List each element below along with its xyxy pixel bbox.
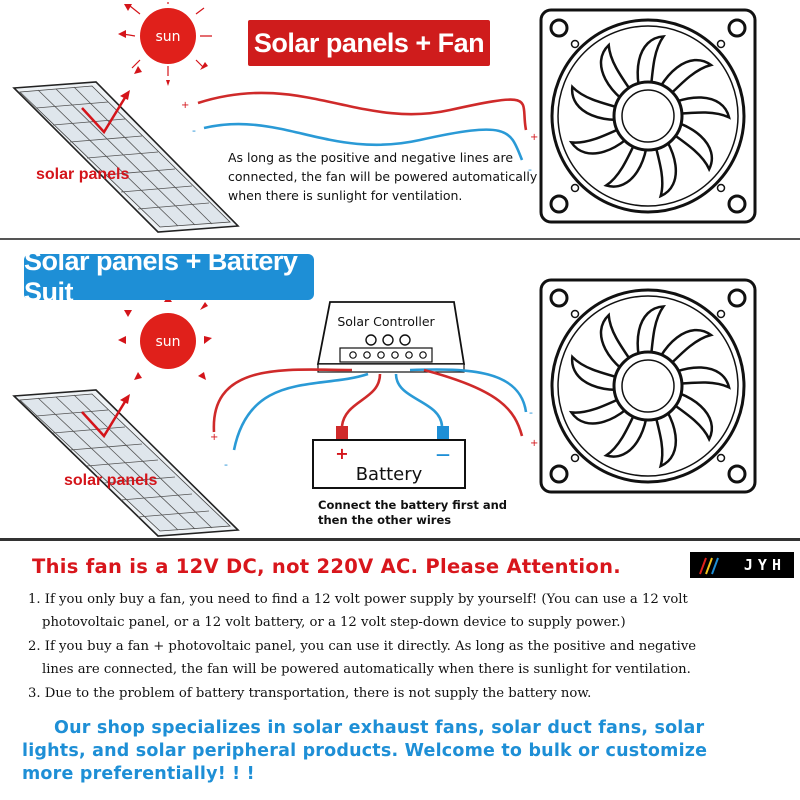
notes-list: 1. If you only buy a fan, you need to fi… — [28, 589, 788, 708]
list-item-line: 2. If you buy a fan + photovoltaic panel… — [28, 639, 697, 654]
controller-label: Solar Controller — [337, 314, 435, 329]
shop-message: Our shop specializes in solar exhaust fa… — [22, 717, 792, 786]
brand-badge: JYH — [690, 552, 794, 578]
solar-panel-icon — [12, 81, 240, 233]
list-item-line: photovoltaic panel, or a 12 volt battery… — [42, 614, 626, 630]
negative-wire — [203, 122, 524, 161]
panel-minus-mark: - — [224, 458, 228, 471]
battery-negative-wire — [394, 373, 444, 427]
panel1-diagram: + - + - sun — [12, 2, 757, 233]
fan-minus-mark: - — [528, 163, 532, 176]
list-item: 3. Due to the problem of battery transpo… — [28, 683, 788, 706]
solar-panels-label: solar panels — [36, 166, 130, 183]
panel-solar-fan: + - + - sun Solar panels + Fan solar pan… — [0, 0, 800, 240]
panel2-diagram: sun Solar Controller — [12, 278, 757, 537]
sunlight-arrow — [81, 95, 128, 135]
list-item-line: lines are connected, the fan will be pow… — [42, 661, 691, 677]
battery-label: Battery — [356, 464, 423, 485]
fan-plus-mark: + — [530, 438, 538, 449]
panel-plus-mark: + — [210, 432, 218, 443]
list-item: 1. If you only buy a fan, you need to fi… — [28, 589, 788, 634]
list-item-line: 3. Due to the problem of battery transpo… — [28, 686, 592, 701]
panel-plus-mark: + — [181, 100, 189, 111]
panel-notes: This fan is a 12V DC, not 220V AC. Pleas… — [0, 541, 800, 800]
shop-line: Our shop specializes in solar exhaust fa… — [54, 718, 705, 738]
fan-icon — [539, 8, 757, 224]
panel1-note: As long as the positive and negative lin… — [228, 148, 537, 205]
negative-wire — [232, 372, 369, 451]
battery-minus-mark: — — [436, 447, 450, 463]
fan-plus-mark: + — [530, 132, 538, 143]
sun-label: sun — [155, 29, 180, 45]
positive-wire — [197, 91, 528, 131]
shop-line: more preferentially! ! ! — [22, 764, 255, 784]
brand-name: JYH — [743, 556, 786, 574]
sun-icon — [118, 2, 212, 86]
note-line: when there is sunlight for ventilation. — [228, 188, 463, 203]
battery-icon — [312, 426, 466, 489]
fan-negative-wire — [409, 368, 528, 413]
note-line: Connect the battery first and — [318, 498, 507, 512]
shop-line: lights, and solar peripheral products. W… — [22, 741, 708, 761]
fan-minus-mark: - — [529, 406, 533, 419]
list-item: 2. If you buy a fan + photovoltaic panel… — [28, 636, 788, 681]
note-line: As long as the positive and negative lin… — [228, 150, 514, 165]
panel2-title: Solar panels + Battery Suit — [24, 246, 314, 307]
brand-logo-icon — [699, 557, 719, 575]
sun-label: sun — [155, 334, 180, 350]
attention-text: This fan is a 12V DC, not 220V AC. Pleas… — [32, 555, 622, 578]
fan-positive-wire — [423, 368, 524, 437]
panel1-title: Solar panels + Fan — [248, 20, 490, 66]
panel-minus-mark: - — [192, 124, 196, 137]
note-line: connected, the fan will be powered autom… — [228, 169, 538, 184]
battery-positive-wire — [340, 373, 382, 427]
solar-panel-icon — [12, 389, 240, 537]
panel-solar-battery: sun Solar Controller — [0, 240, 800, 541]
list-item-line: 1. If you only buy a fan, you need to fi… — [28, 592, 688, 607]
sun-icon — [118, 296, 212, 380]
solar-controller-icon — [316, 301, 466, 373]
solar-panels-label: solar panels — [64, 472, 158, 489]
battery-note: Connect the battery first and then the o… — [318, 498, 507, 528]
positive-wire — [212, 368, 353, 433]
sunlight-arrow — [81, 399, 128, 439]
note-line: then the other wires — [318, 513, 452, 527]
battery-plus-mark: + — [335, 444, 348, 463]
fan-icon — [539, 278, 757, 494]
